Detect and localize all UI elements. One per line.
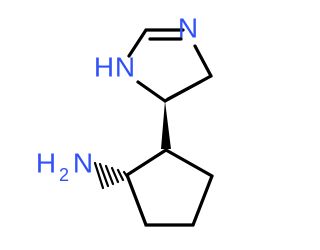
imine-nitrogen-label: N — [178, 12, 198, 43]
wedge-bond-to-imidazole — [161, 101, 171, 149]
cyclopentane-ring — [125, 148, 214, 227]
bond-c2-n1 — [127, 28, 148, 58]
nh-hydrogen-label: H — [94, 51, 114, 82]
imidazole-ring — [127, 28, 213, 103]
amine-nitrogen-label: N — [73, 147, 93, 178]
bond-c4-c5-inner — [166, 80, 202, 101]
molecule-canvas: N H N H 2 N — [35, 12, 214, 227]
structure-diagram: N H N H 2 N — [36, 12, 214, 227]
bond-c5-n1 — [136, 80, 167, 103]
bond-n3-c4 — [193, 44, 213, 78]
hashed-wedge-bond-to-amine — [93, 161, 130, 190]
bond-cc-cb — [125, 173, 148, 227]
bond-ca-cb — [125, 148, 168, 177]
amine-hydrogen-label: H — [36, 147, 56, 178]
amine-hydrogen-count: 2 — [59, 165, 69, 185]
bond-ce-cd — [191, 174, 214, 227]
bond-ca-ce — [164, 148, 214, 178]
nh-nitrogen-label: N — [115, 51, 135, 82]
